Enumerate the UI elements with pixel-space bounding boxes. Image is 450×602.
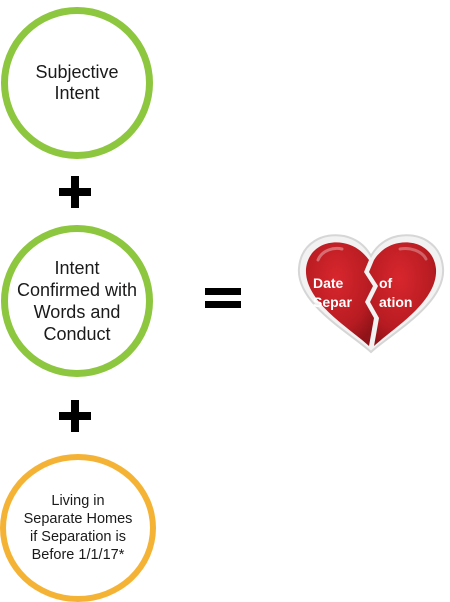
equals-bar-bottom xyxy=(205,301,241,308)
plus-icon xyxy=(59,400,91,432)
intent-confirmed-circle: Intent Confirmed with Words and Conduct xyxy=(1,225,153,377)
equals-bar-top xyxy=(205,288,241,295)
plus-icon xyxy=(59,176,91,208)
subjective-intent-label: Subjective Intent xyxy=(35,62,119,103)
heart-text-of: of xyxy=(379,275,393,291)
living-separate-label: Living in Separate Homes if Separation i… xyxy=(23,493,133,563)
heart-text-ation: ation xyxy=(379,294,413,310)
intent-confirmed-label: Intent Confirmed with Words and Conduct xyxy=(16,258,138,344)
living-separate-circle: Living in Separate Homes if Separation i… xyxy=(0,454,156,602)
heart-text-date: Date xyxy=(313,275,344,291)
subjective-intent-circle: Subjective Intent xyxy=(1,7,153,159)
heart-text-separ: Separ xyxy=(313,294,352,310)
broken-heart-shape xyxy=(297,234,445,354)
broken-heart-icon: Date of Separ ation xyxy=(292,226,450,360)
equals-icon xyxy=(205,286,241,310)
